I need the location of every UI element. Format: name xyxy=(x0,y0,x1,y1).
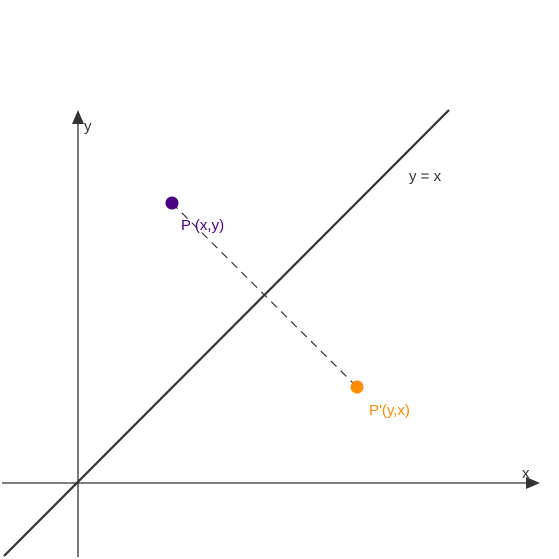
point-p xyxy=(165,196,179,210)
point-p-prime-label: P'(y,x) xyxy=(369,402,410,419)
x-axis-arrowhead xyxy=(526,477,540,489)
point-p-prime xyxy=(350,380,364,394)
line-y-equals-x xyxy=(3,109,450,557)
y-axis-arrowhead xyxy=(72,110,84,124)
dashed-connector xyxy=(171,202,358,388)
point-p-label: P (x,y) xyxy=(181,217,224,234)
y-axis-label: y xyxy=(84,118,92,135)
x-axis-label: x xyxy=(522,465,530,482)
line-label: y = x xyxy=(409,168,442,185)
